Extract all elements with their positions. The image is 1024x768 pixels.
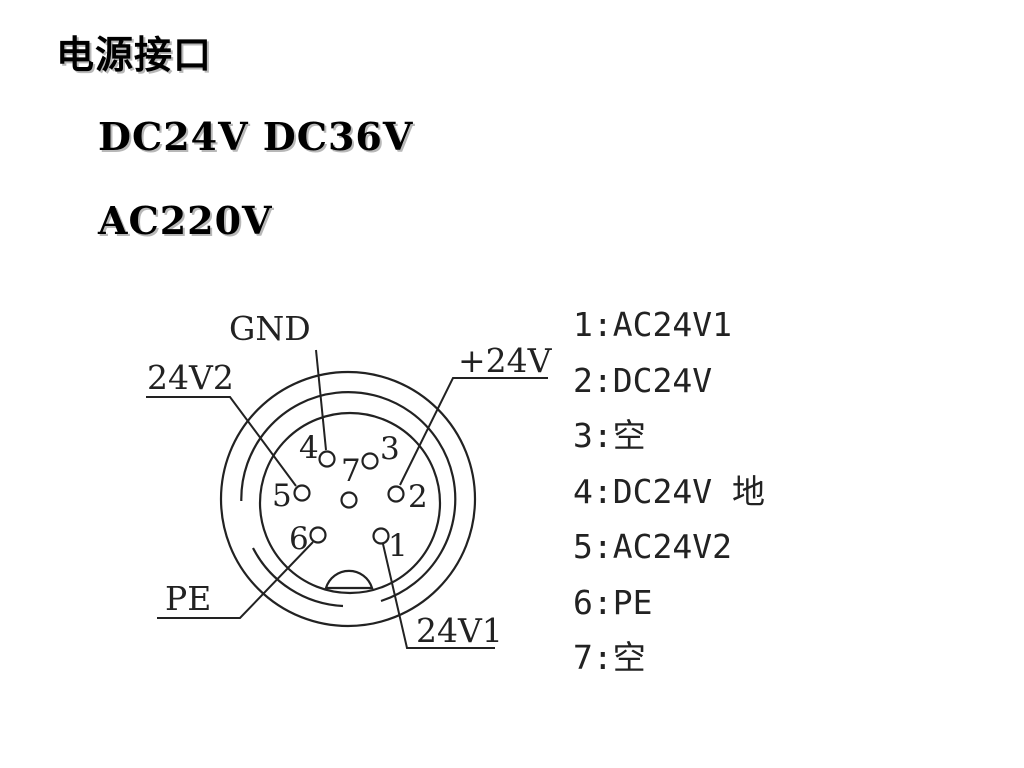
pin-5	[293, 484, 311, 502]
pin-3	[361, 452, 379, 470]
label-gnd: GND	[229, 309, 311, 348]
middle-ring-arc	[240, 391, 457, 603]
pin-assignment-item: 7:空	[573, 638, 646, 677]
label-plus24v: +24V	[458, 341, 553, 380]
pin-number-1: 1	[388, 528, 408, 564]
leader-24v2	[146, 396, 297, 487]
pin-assignment-item: 2:DC24V	[573, 360, 713, 400]
pin-assignment-item: 4:DC24V 地	[573, 471, 765, 511]
pin-number-4: 4	[299, 430, 319, 466]
leader-pe	[157, 541, 314, 619]
label-24v1: 24V1	[416, 611, 503, 650]
dc-voltage-text: DC24V DC36V	[98, 114, 414, 159]
pin-4	[318, 450, 336, 468]
pin-2	[387, 485, 405, 503]
middle-ring-arc-lower	[252, 547, 344, 608]
inner-ring	[258, 411, 442, 595]
label-24v2: 24V2	[147, 358, 234, 397]
pin-assignment-item: 3:空	[573, 416, 646, 455]
pin-number-5: 5	[272, 478, 292, 514]
label-pe: PE	[165, 579, 211, 618]
pin-7	[340, 491, 358, 509]
pin-assignment-item: 5:AC24V2	[573, 527, 732, 566]
pin-assignment-item: 1:AC24V1	[573, 305, 732, 344]
leader-lines	[146, 349, 548, 649]
ac-voltage-text: AC220V	[98, 198, 273, 243]
pin-assignment-item: 6:PE	[573, 582, 653, 622]
pin-numbers: 1 2 3 4 5 6 7	[272, 430, 428, 564]
slide-title: 电源接口	[56, 33, 213, 77]
keying-notch	[324, 569, 374, 590]
leader-24v1	[382, 543, 495, 649]
connector-pins	[293, 450, 405, 545]
wire-labels: GND 24V2 +24V PE 24V1	[147, 309, 553, 650]
outer-ring	[219, 370, 477, 628]
leader-gnd	[315, 349, 327, 451]
pin-number-7: 7	[341, 453, 361, 489]
pin-assignment-list: 1:AC24V1 2:DC24V 3:空 4:DC24V 地 5:AC24V2 …	[573, 297, 765, 686]
leader-plus24v	[399, 377, 548, 486]
pin-6	[309, 526, 327, 544]
pin-number-3: 3	[380, 431, 400, 467]
pin-1	[372, 527, 390, 545]
connector-housing	[219, 370, 477, 628]
pin-number-2: 2	[408, 479, 428, 515]
pin-number-6: 6	[289, 521, 309, 557]
